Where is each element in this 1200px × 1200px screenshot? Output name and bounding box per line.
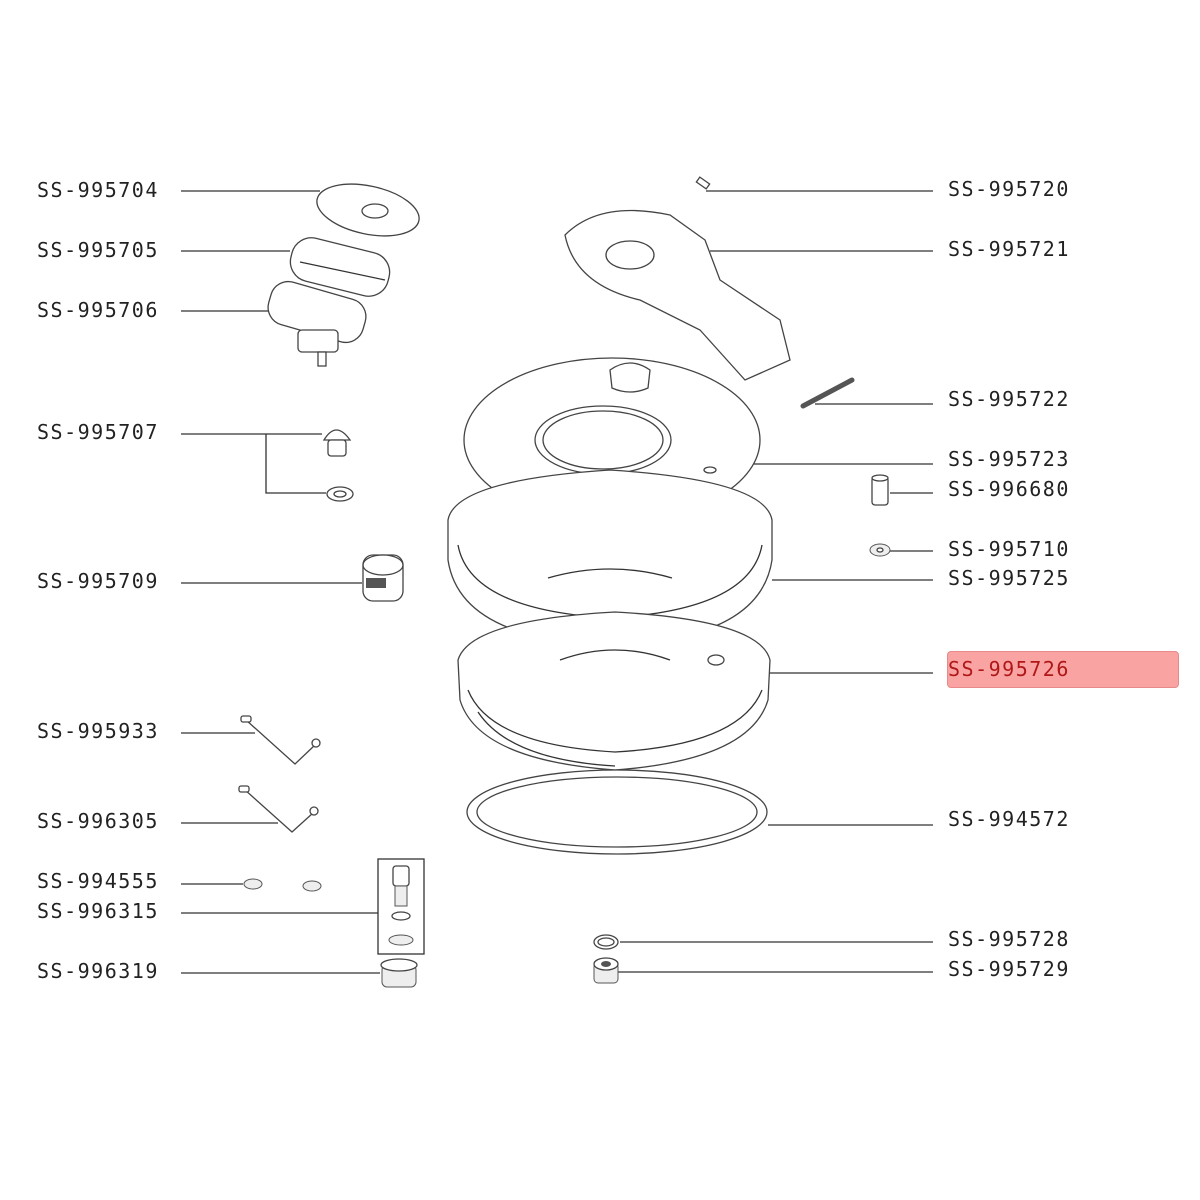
part-label-994555[interactable]: SS-994555 <box>37 869 159 893</box>
part-label-995933[interactable]: SS-995933 <box>37 719 159 743</box>
leader-lines-right <box>615 190 933 973</box>
part-995704-cover <box>316 183 420 237</box>
part-995720-pin <box>695 176 711 190</box>
part-label-995721[interactable]: SS-995721 <box>948 237 1070 261</box>
part-996315-valve-kit <box>377 858 425 955</box>
part-label-995705[interactable]: SS-995705 <box>37 238 159 262</box>
highlight-box-995726 <box>947 651 1179 688</box>
part-995933-wire <box>240 715 321 765</box>
part-995728-seal-ring <box>593 934 619 950</box>
part-995722-rod <box>800 377 855 409</box>
part-label-995707[interactable]: SS-995707 <box>37 420 159 444</box>
part-995721-handle <box>564 209 791 381</box>
part-label-994572[interactable]: SS-994572 <box>948 807 1070 831</box>
part-995706-housing <box>267 280 367 367</box>
part-label-995706[interactable]: SS-995706 <box>37 298 159 322</box>
part-label-995726-highlighted[interactable]: SS-995726 <box>948 657 1070 681</box>
part-996319-filter <box>380 958 418 988</box>
part-label-996680[interactable]: SS-996680 <box>948 477 1070 501</box>
part-label-995720[interactable]: SS-995720 <box>948 177 1070 201</box>
part-label-996319[interactable]: SS-996319 <box>37 959 159 983</box>
part-label-995725[interactable]: SS-995725 <box>948 566 1070 590</box>
part-label-995704[interactable]: SS-995704 <box>37 178 159 202</box>
part-996305-wire <box>238 785 319 833</box>
part-995709-knob <box>362 554 404 602</box>
part-label-995709[interactable]: SS-995709 <box>37 569 159 593</box>
part-label-995723[interactable]: SS-995723 <box>948 447 1070 471</box>
part-label-995728[interactable]: SS-995728 <box>948 927 1070 951</box>
part-994555-clips <box>243 878 322 892</box>
leader-lines-left <box>181 190 380 974</box>
part-label-996315[interactable]: SS-996315 <box>37 899 159 923</box>
part-995729-nut <box>593 957 619 984</box>
part-label-995710[interactable]: SS-995710 <box>948 537 1070 561</box>
part-label-995722[interactable]: SS-995722 <box>948 387 1070 411</box>
part-995710-washer <box>869 543 891 557</box>
part-label-995729[interactable]: SS-995729 <box>948 957 1070 981</box>
part-994572-gasket <box>466 769 768 855</box>
part-label-996305[interactable]: SS-996305 <box>37 809 159 833</box>
part-996680-valve-body <box>871 474 889 506</box>
part-995707-valve <box>322 429 354 502</box>
part-995726-lid-base <box>457 611 771 771</box>
part-995705-plate <box>289 237 391 297</box>
